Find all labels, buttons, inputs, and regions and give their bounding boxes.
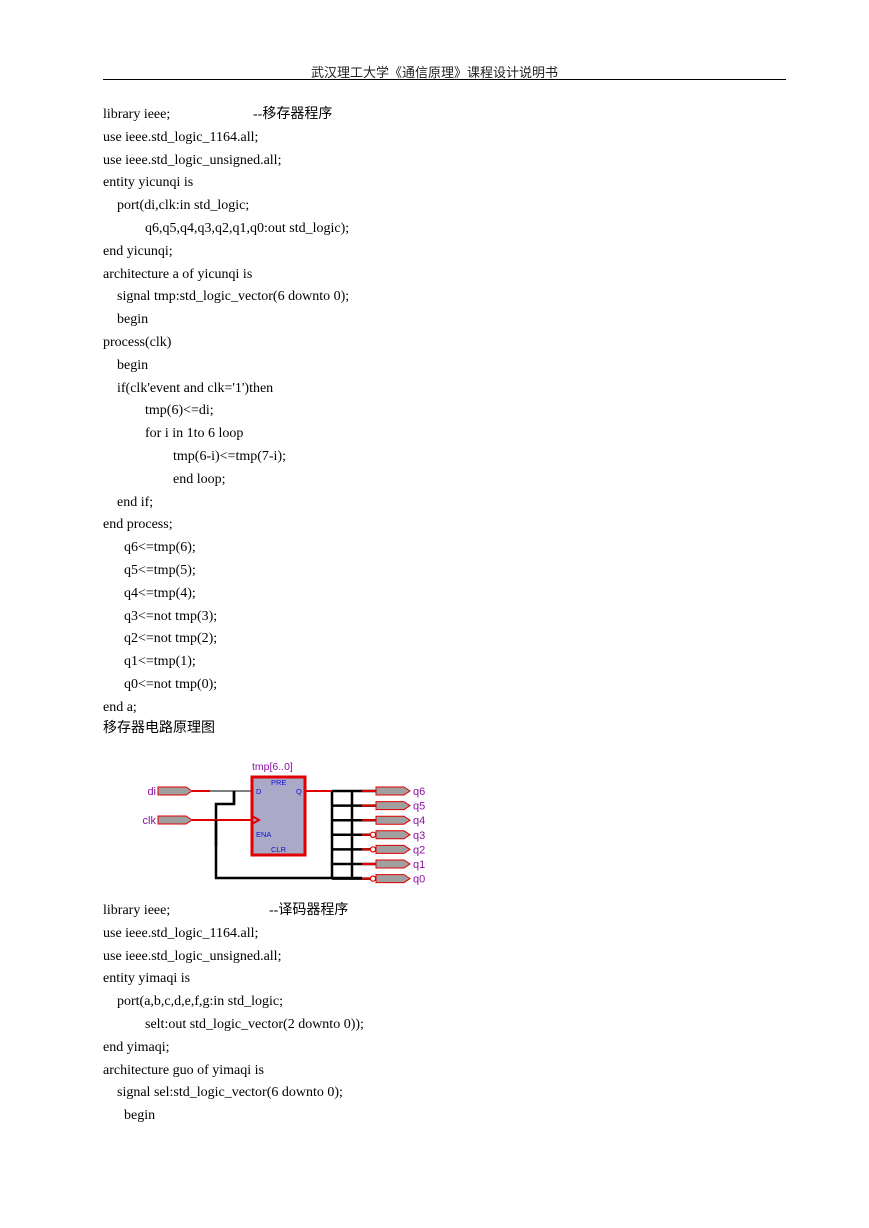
output-pin-q3: q3 — [332, 830, 425, 842]
code-line: tmp(6)<=di; — [103, 403, 214, 419]
svg-text:D: D — [256, 787, 262, 796]
output-pin-q1: q1 — [332, 859, 425, 871]
page-header: 武汉理工大学《通信原理》课程设计说明书 — [310, 65, 558, 80]
code-line: q5<=tmp(5); — [103, 563, 196, 578]
register-block — [250, 775, 307, 857]
code-line: q6<=tmp(6); — [103, 540, 196, 556]
code-line: end process; — [103, 517, 173, 533]
figure-caption: 移存器电路原理图 — [103, 720, 215, 736]
code-line: q0<=not tmp(0); — [103, 677, 218, 692]
code-line: signal sel:std_logic_vector(6 downto 0); — [103, 1085, 343, 1101]
code-line: q2<=not tmp(2); — [103, 631, 218, 647]
output-pin-q6: q6 — [332, 786, 425, 798]
register-label: tmp[6..0] — [252, 761, 293, 773]
header-rule — [103, 79, 786, 80]
code-line: use ieee.std_logic_unsigned.all; — [103, 152, 282, 168]
code-line: end yimaqi; — [103, 1039, 170, 1055]
code-line: selt:out std_logic_vector(2 downto 0)); — [103, 1017, 364, 1032]
code-line: end loop; — [103, 471, 226, 487]
output-pin-q2: q2 — [332, 844, 425, 856]
code-line: use ieee.std_logic_1164.all; — [103, 925, 259, 941]
code-line: entity yimaqi is — [103, 971, 191, 987]
output-pin-q4: q4 — [332, 815, 425, 827]
input-pin-di: di — [147, 786, 193, 798]
svg-text:PRE: PRE — [271, 778, 286, 787]
output-pins: q6 q5 q4 q3 q2 q1 q0 — [332, 786, 425, 886]
code-comment-shift-register: --移存器程序 — [253, 107, 333, 122]
code-line: entity yicunqi is — [103, 175, 194, 191]
code-line: if(clk'event and clk='1')then — [103, 380, 274, 396]
code-line: architecture guo of yimaqi is — [103, 1062, 264, 1078]
code-line: signal tmp:std_logic_vector(6 downto 0); — [103, 289, 350, 305]
output-label: q5 — [413, 801, 425, 813]
code-line: q6,q5,q4,q3,q2,q1,q0:out std_logic); — [103, 221, 350, 236]
code-line: use ieee.std_logic_1164.all; — [103, 129, 259, 145]
input-label: clk — [143, 815, 157, 827]
code-line: architecture a of yicunqi is — [103, 266, 253, 282]
code-line: q3<=not tmp(3); — [103, 608, 218, 624]
shift-register-schematic: tmp[6..0] PRE D Q ENA CLR di clk q6 q5 q4 q3… — [143, 761, 426, 886]
code-line: q4<=tmp(4); — [103, 585, 196, 601]
code-line: library ieee; — [103, 903, 171, 918]
code-line: end if; — [103, 494, 154, 510]
input-label: di — [147, 786, 156, 798]
code-line: q1<=tmp(1); — [103, 654, 196, 670]
svg-text:ENA: ENA — [256, 830, 271, 839]
output-pin-q0: q0 — [332, 874, 425, 886]
svg-text:CLR: CLR — [271, 845, 287, 854]
output-pin-q5: q5 — [332, 801, 425, 813]
code-line: tmp(6-i)<=tmp(7-i); — [103, 449, 286, 464]
code-line: end yicunqi; — [103, 243, 173, 259]
input-pins: di clk — [143, 786, 193, 827]
code-line: process(clk) — [103, 335, 172, 350]
svg-text:Q: Q — [296, 787, 302, 796]
output-label: q2 — [413, 844, 425, 856]
code-line: begin — [103, 1108, 156, 1124]
output-label: q4 — [413, 815, 425, 827]
code-line: port(di,clk:in std_logic; — [103, 198, 250, 214]
code-comment-decoder: --译码器程序 — [269, 903, 349, 918]
code-line: begin — [103, 312, 149, 328]
code-line: port(a,b,c,d,e,f,g:in std_logic; — [103, 994, 284, 1010]
code-line: begin — [103, 357, 149, 373]
code-line: for i in 1to 6 loop — [103, 426, 244, 442]
output-label: q1 — [413, 859, 425, 871]
input-pin-clk: clk — [143, 815, 193, 827]
code-line: use ieee.std_logic_unsigned.all; — [103, 948, 282, 964]
code-line: end a; — [103, 699, 137, 715]
code-line: library ieee; — [103, 107, 171, 122]
output-label: q6 — [413, 786, 425, 798]
output-label: q0 — [413, 874, 425, 886]
output-label: q3 — [413, 830, 425, 842]
